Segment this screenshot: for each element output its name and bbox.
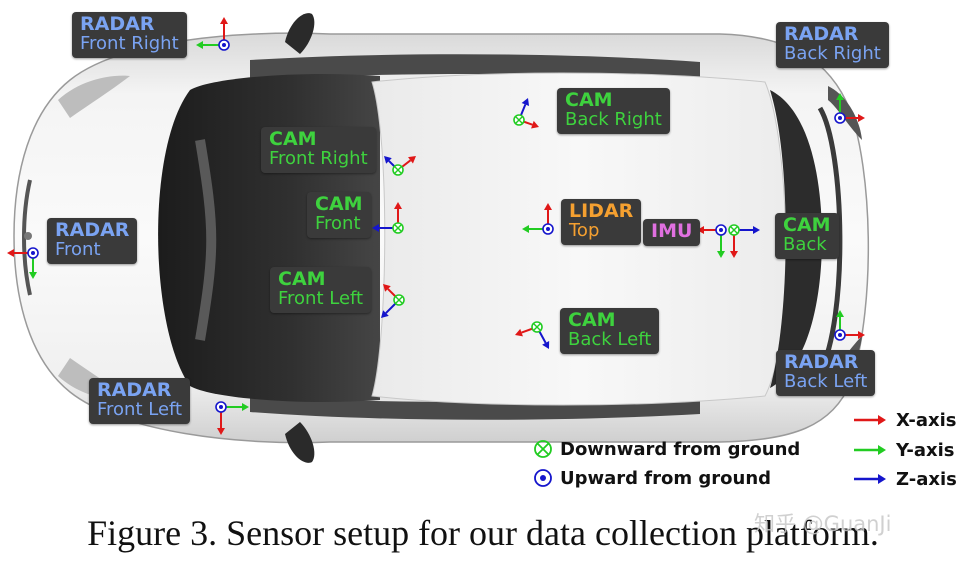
imu-label: IMU [643, 219, 701, 246]
radar-front-left-label: RADAR Front Left [89, 378, 191, 424]
radar-front-right-sub: Front Right [80, 32, 179, 54]
mirror-left [285, 422, 315, 463]
lidar-top-sub: Top [569, 219, 600, 241]
radar-back-left-frame-origin [834, 329, 846, 341]
y-axis-arrow-icon [854, 445, 886, 455]
radar-back-right-label: RADAR Back Right [776, 22, 889, 68]
cam-back-left-frame-origin [531, 321, 543, 333]
radar-front-sub: Front [55, 238, 101, 260]
watermark: 知乎 @GuanJi [754, 512, 892, 536]
cam-back-left-title: CAM [568, 309, 616, 331]
legend-downward-text: Downward from ground [560, 439, 801, 460]
legend-z-axis: Z-axis [852, 469, 957, 490]
radar-front-left-frame-origin [215, 401, 227, 413]
cam-back-left-label: CAM Back Left [560, 308, 660, 354]
cam-front-right-frame-origin [392, 164, 404, 176]
radar-back-left-title: RADAR [784, 351, 859, 373]
cam-back-sub: Back [783, 233, 827, 255]
cam-front-label: CAM Front [307, 192, 371, 238]
radar-back-left-label: RADAR Back Left [776, 350, 876, 396]
radar-front-title: RADAR [55, 219, 130, 241]
cam-front-right-sub: Front Right [269, 147, 368, 169]
cam-front-sub: Front [315, 212, 361, 234]
cam-back-right-label: CAM Back Right [557, 88, 670, 134]
radar-front-right-frame-origin [218, 39, 230, 51]
cam-back-right-sub: Back Right [565, 108, 662, 130]
legend-z-axis-text: Z-axis [896, 469, 957, 490]
lidar-top-label: LIDAR Top [561, 199, 642, 245]
legend-upward-text: Upward from ground [560, 468, 772, 489]
cam-back-right-title: CAM [565, 89, 613, 111]
radar-front-left-sub: Front Left [97, 398, 183, 420]
cam-back-title: CAM [783, 214, 831, 236]
radar-front-right-title: RADAR [80, 13, 155, 35]
legend-y-axis: Y-axis [852, 440, 955, 461]
cam-back-left-sub: Back Left [568, 328, 652, 350]
cam-front-left-title: CAM [278, 268, 326, 290]
radar-back-right-sub: Back Right [784, 42, 881, 64]
cam-front-left-sub: Front Left [278, 287, 364, 309]
radar-back-right-title: RADAR [784, 23, 859, 45]
radar-front-label: RADAR Front [47, 218, 138, 264]
radar-back-right-frame-origin [834, 112, 846, 124]
radar-front-frame-origin [27, 247, 39, 259]
lidar-top-title: LIDAR [569, 200, 634, 222]
imu-frame-1-origin [715, 224, 727, 236]
legend-downward: Downward from ground [532, 438, 800, 460]
cam-front-title: CAM [315, 193, 363, 215]
imu-frame-2-origin [728, 224, 740, 236]
mirror-right [285, 13, 315, 54]
lidar-top-frame-origin [542, 223, 554, 235]
radar-back-left-sub: Back Left [784, 370, 868, 392]
cam-front-right-title: CAM [269, 128, 317, 150]
cam-front-frame-origin [392, 222, 404, 234]
z-axis-arrow-icon [854, 474, 886, 484]
legend-y-axis-text: Y-axis [896, 440, 955, 461]
x-axis-arrow-icon [854, 415, 886, 425]
legend-upward: Upward from ground [532, 467, 771, 489]
cam-back-right-frame-origin [513, 114, 525, 126]
radar-front-right-label: RADAR Front Right [72, 12, 187, 58]
cam-front-right-label: CAM Front Right [261, 127, 376, 173]
radar-front-left-title: RADAR [97, 379, 172, 401]
legend-x-axis-text: X-axis [896, 410, 957, 431]
cam-back-label: CAM Back [775, 213, 839, 259]
downward-symbol-icon [534, 440, 552, 458]
upward-symbol-icon [534, 469, 552, 487]
legend-x-axis: X-axis [852, 410, 957, 431]
imu-title: IMU [651, 220, 693, 242]
cam-front-left-label: CAM Front Left [270, 267, 372, 313]
figure-caption: Figure 3. Sensor setup for our data coll… [87, 513, 879, 553]
cam-front-left-frame-origin [393, 294, 405, 306]
